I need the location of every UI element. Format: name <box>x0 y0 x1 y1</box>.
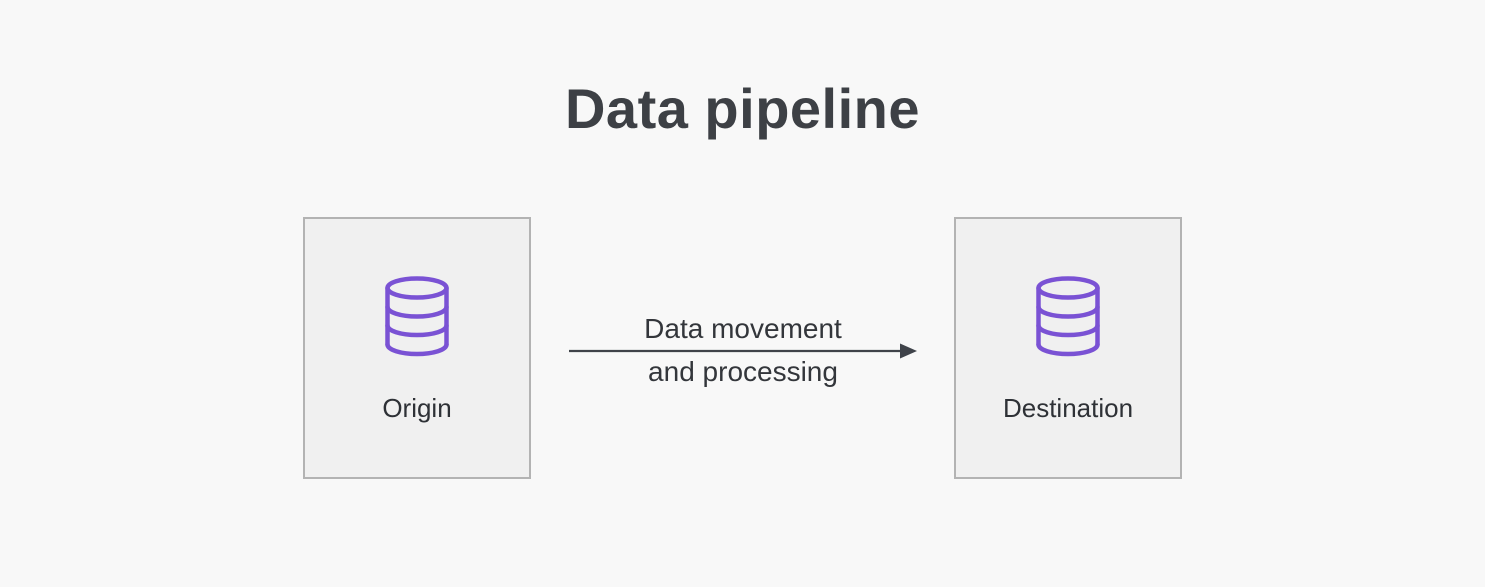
node-origin-label: Origin <box>382 393 452 423</box>
page-title: Data pipeline <box>564 77 921 140</box>
node-destination: Destination <box>954 217 1182 479</box>
edge-label-line2: and processing <box>648 356 838 387</box>
edge-label-line1: Data movement <box>644 313 842 344</box>
node-destination-label: Destination <box>1002 393 1134 423</box>
arrow-right-icon <box>569 343 917 359</box>
node-origin: Origin <box>303 217 531 479</box>
database-icon <box>1036 276 1100 357</box>
edge-origin-to-destination: Data movement and processing <box>569 308 917 400</box>
database-icon <box>385 276 449 357</box>
